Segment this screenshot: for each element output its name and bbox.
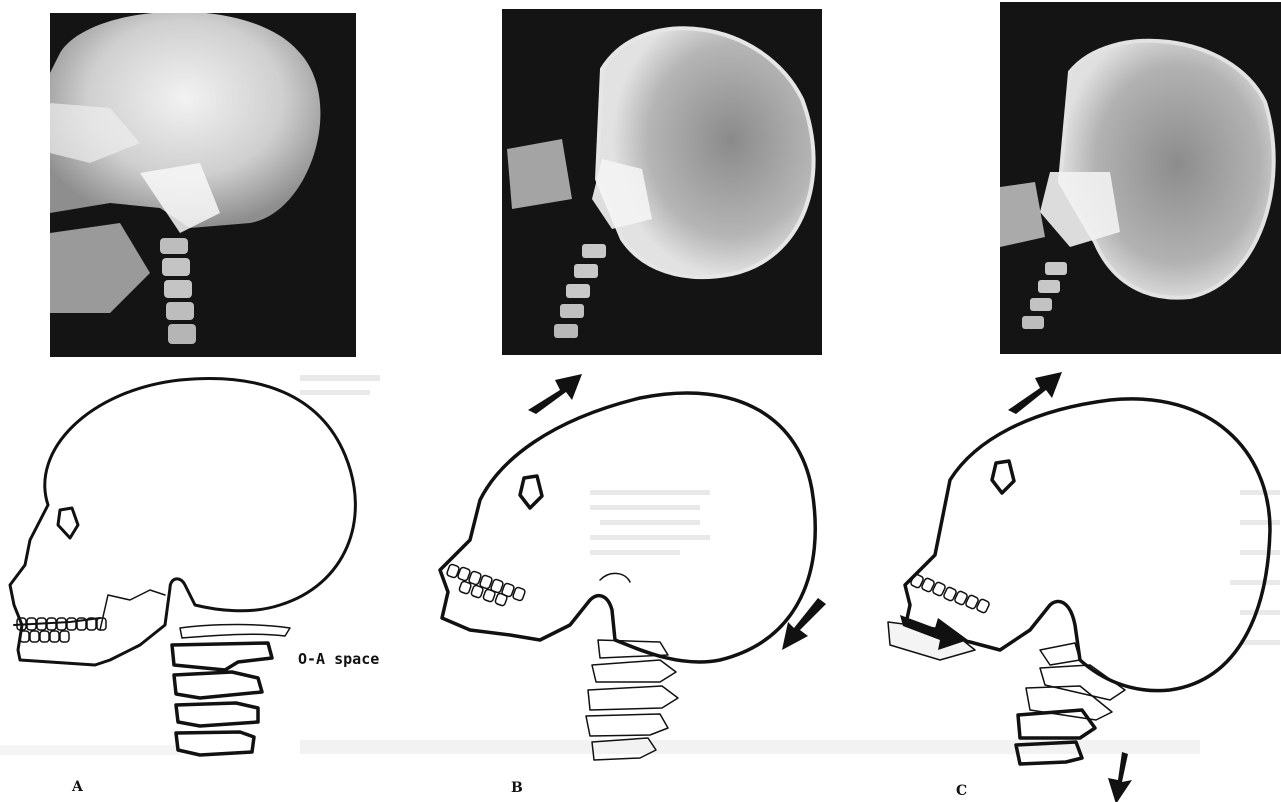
arrow-down-icon	[1108, 752, 1132, 802]
arrow-up-right-icon	[1008, 372, 1062, 414]
xray-panel-c	[1000, 2, 1281, 354]
skull-drawing-a	[10, 378, 355, 755]
xray-panel-a	[50, 13, 356, 357]
panel-label-a: A	[72, 779, 83, 795]
xray-image-c	[1000, 2, 1281, 354]
xray-panel-b	[502, 9, 822, 355]
arrow-up-right-icon	[528, 374, 582, 414]
skull-drawing-c	[888, 399, 1270, 764]
xray-image-b	[502, 9, 822, 355]
oa-space-label: O-A space	[298, 650, 379, 668]
xray-image-a	[50, 13, 356, 357]
arrow-down-left-icon	[782, 598, 826, 650]
skull-drawing-b	[440, 393, 815, 760]
panel-label-b: B	[511, 780, 523, 796]
panel-label-c: C	[956, 783, 967, 799]
skull-line-drawings	[0, 360, 1281, 802]
